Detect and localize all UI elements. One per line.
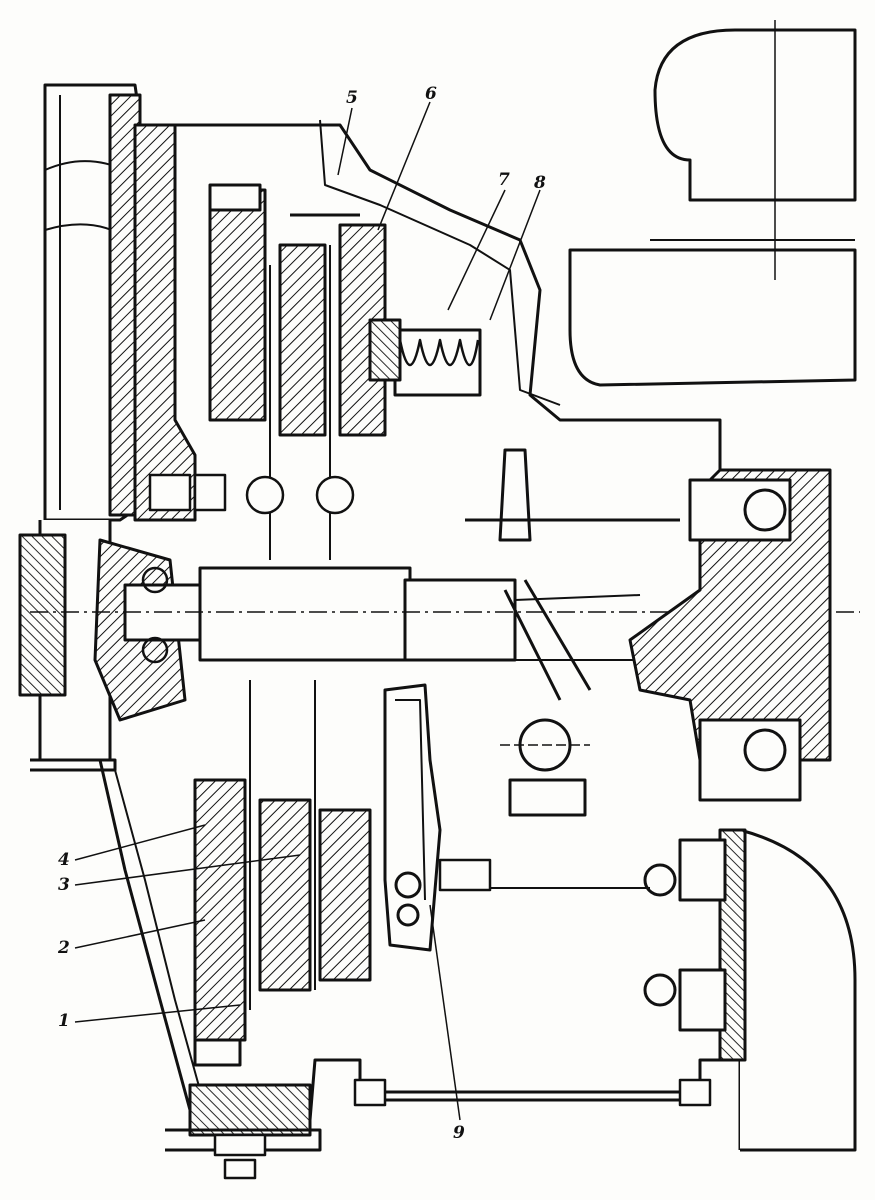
leader-lines — [74, 101, 541, 1121]
callout-8: 8 — [534, 173, 546, 193]
callout-5: 5 — [346, 88, 358, 108]
clutch-shaft — [30, 566, 860, 662]
pressure-spring — [368, 318, 482, 397]
callout-7: 7 — [498, 170, 510, 190]
bolts — [141, 473, 712, 1180]
callout-3: 3 — [58, 875, 70, 895]
pressure-plates-lower — [193, 680, 372, 1067]
pressure-plates-upper — [208, 183, 387, 560]
callout-1: 1 — [58, 1011, 70, 1031]
clutch-housing — [98, 119, 742, 1152]
callout-4: 4 — [58, 850, 70, 870]
callout-6: 6 — [425, 84, 437, 104]
release-linkage — [465, 448, 680, 817]
callout-2: 2 — [58, 938, 70, 958]
gearbox-housing — [568, 20, 857, 1152]
callout-9: 9 — [453, 1123, 465, 1143]
release-lever — [383, 683, 442, 952]
